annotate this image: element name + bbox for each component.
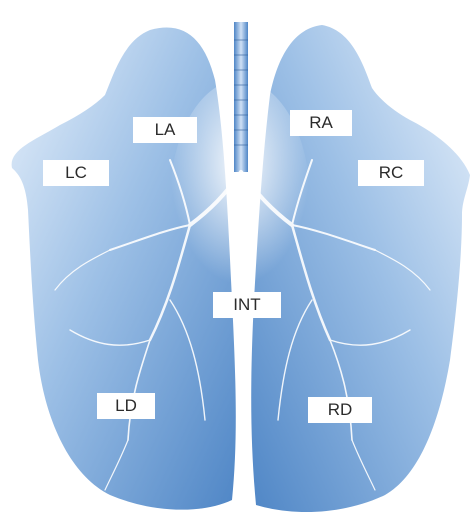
label-int: INT (213, 292, 281, 318)
label-ld: LD (97, 393, 155, 419)
label-ra: RA (290, 110, 352, 136)
trachea (234, 22, 248, 172)
label-la: LA (133, 117, 197, 143)
label-rc: RC (358, 160, 424, 186)
label-rd: RD (308, 397, 372, 423)
label-lc: LC (43, 160, 109, 186)
